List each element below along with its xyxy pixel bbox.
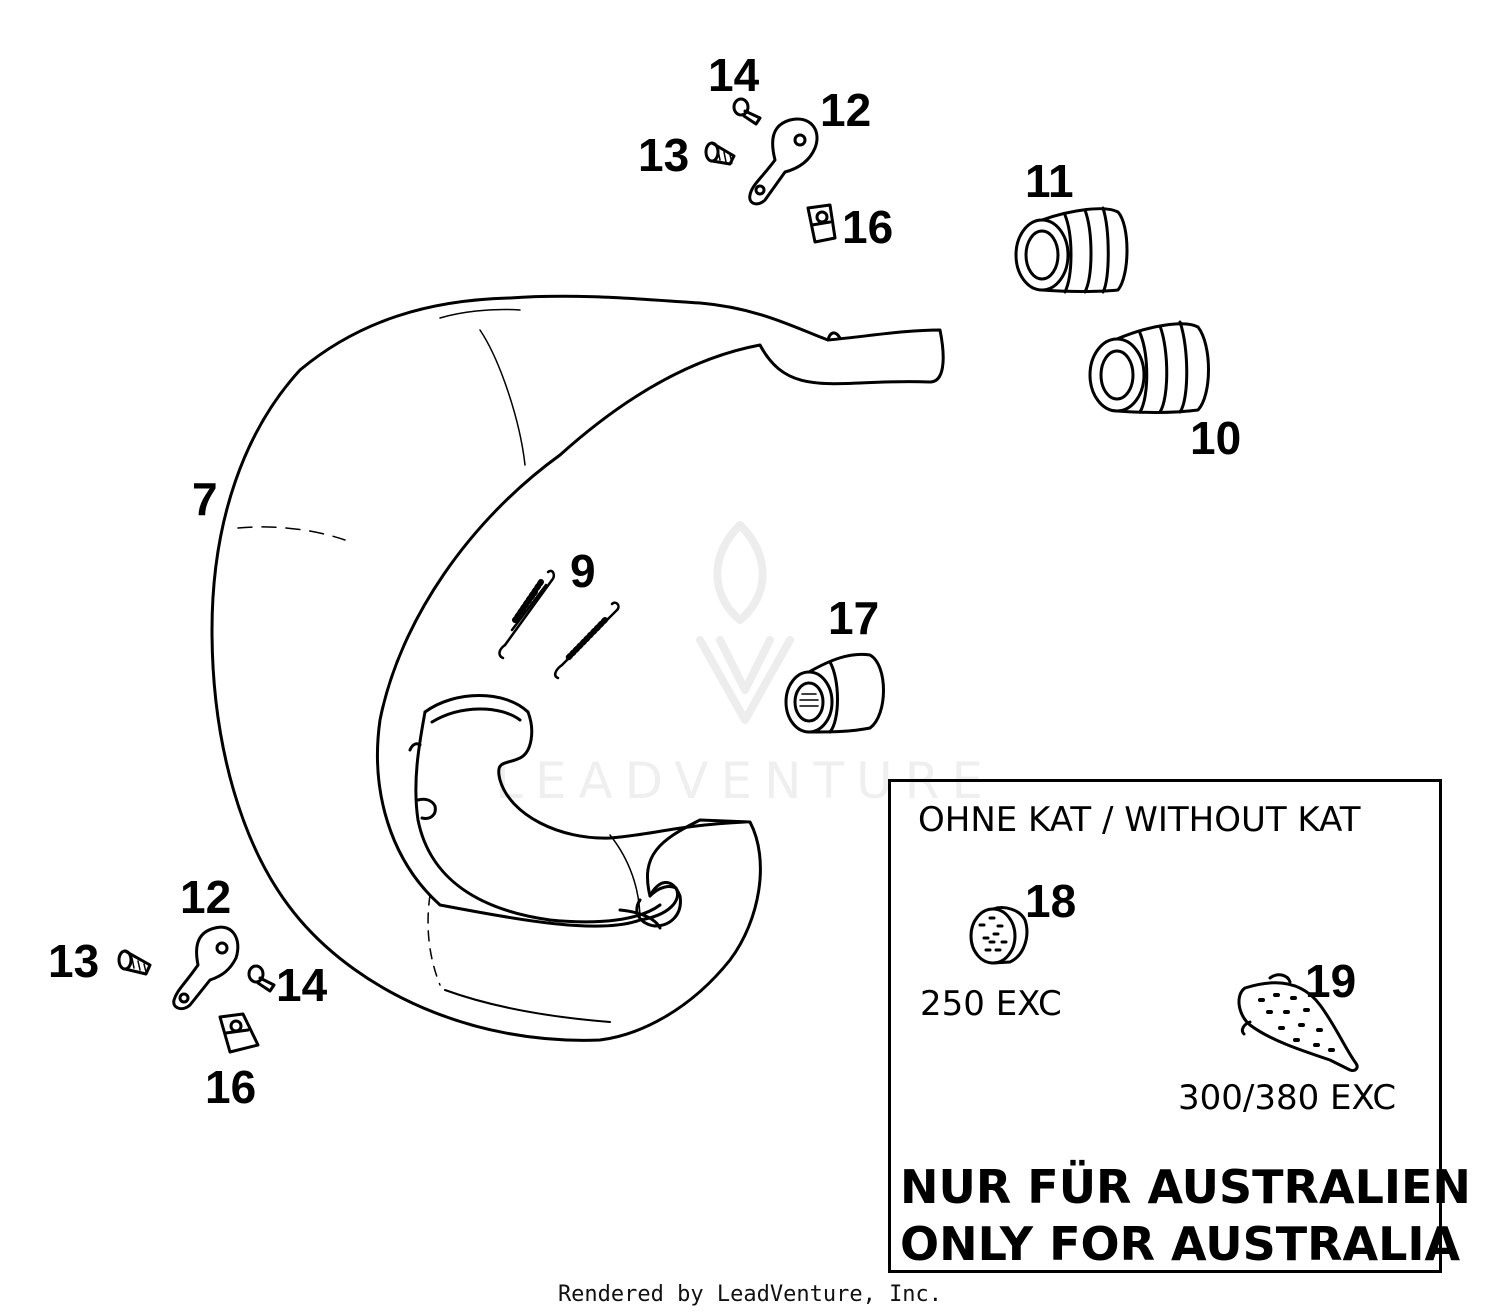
spring-icon: [498, 569, 556, 660]
inset-heading: OHNE KAT / WITHOUT KAT: [918, 800, 1361, 840]
callout-13-top: 13: [638, 129, 690, 181]
bracket-icon: [172, 925, 240, 1011]
clip-nut-icon: [218, 1012, 260, 1054]
rubber-sleeve-icon: [1088, 320, 1210, 414]
callout-12-top: 12: [820, 84, 872, 136]
screw-icon: [247, 964, 276, 993]
flame-logo-icon: [696, 521, 794, 724]
rubber-sleeve-icon: [1014, 206, 1129, 294]
screw-icon: [732, 97, 762, 126]
callout-10: 10: [1190, 412, 1242, 464]
callout-7: 7: [192, 473, 218, 525]
australia-notice-en: ONLY FOR AUSTRALIA: [900, 1217, 1461, 1271]
callout-11: 11: [1025, 155, 1074, 207]
clip-nut-icon: [806, 203, 837, 244]
callout-14-top: 14: [708, 49, 760, 101]
variant-label-300-380-exc: 300/380 EXC: [1178, 1078, 1397, 1118]
callout-18: 18: [1025, 875, 1077, 927]
spring-icon: [553, 601, 620, 680]
exhaust-pipe-icon: [210, 294, 945, 1042]
callout-16-top: 16: [842, 201, 894, 253]
callout-14-bottom: 14: [276, 959, 328, 1011]
callout-17: 17: [828, 592, 880, 644]
damper-mat-icon: [1237, 973, 1359, 1072]
screw-icon: [704, 141, 736, 166]
bracket-icon: [748, 117, 819, 206]
variant-label-250-exc: 250 EXC: [920, 984, 1062, 1024]
callout-13-bottom: 13: [48, 935, 100, 987]
callout-19: 19: [1305, 955, 1357, 1007]
damper-disc-icon: [969, 906, 1029, 965]
without-kat-inset: [888, 779, 1442, 1273]
callout-12-bottom: 12: [180, 871, 232, 923]
insert-icon: [784, 652, 885, 734]
screw-icon: [117, 949, 152, 976]
australia-notice-de: NUR FÜR AUSTRALIEN: [900, 1160, 1471, 1214]
callout-16-bottom: 16: [205, 1061, 257, 1113]
callout-9: 9: [570, 545, 596, 597]
footer-credit: Rendered by LeadVenture, Inc.: [557, 1282, 943, 1307]
